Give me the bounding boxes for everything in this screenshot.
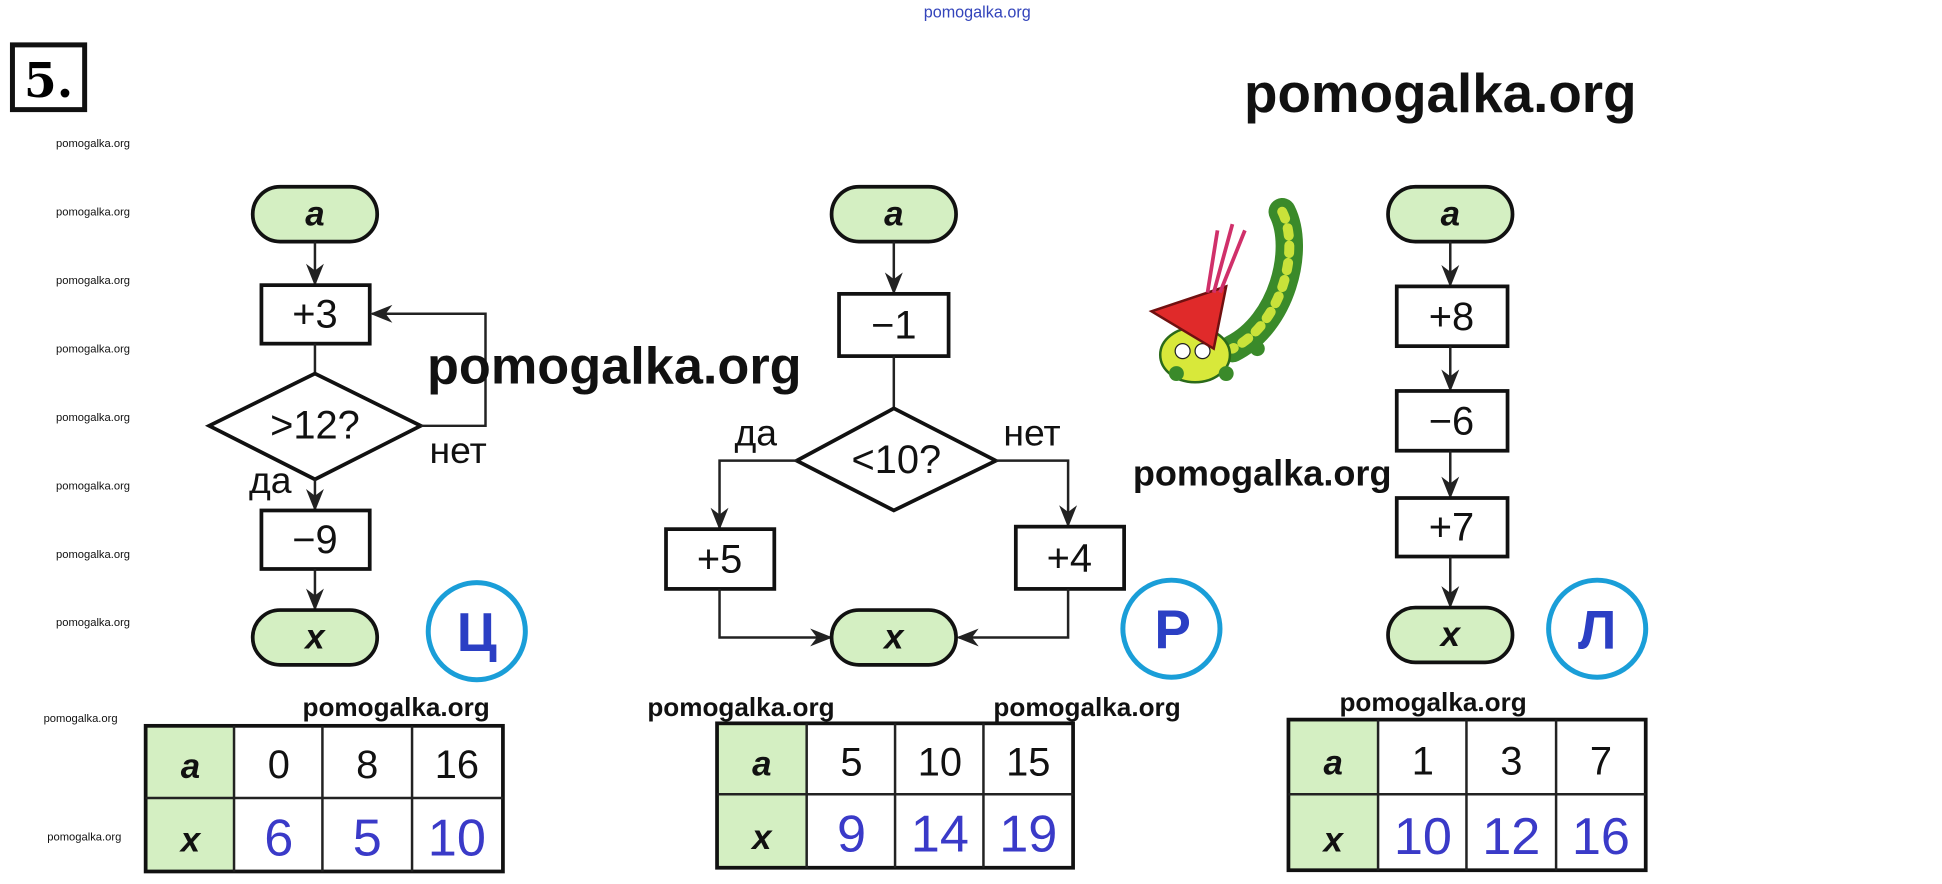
side-watermark: pomogalka.org <box>56 412 130 424</box>
cell-a: 5 <box>840 741 862 785</box>
step-label: +5 <box>697 538 742 582</box>
flowchart-ts: a +3 >12? нет да −9 x Ц <box>204 184 528 683</box>
output-label: x <box>1439 615 1462 654</box>
table-watermark: pomogalka.org <box>1339 687 1526 717</box>
row-label-a: a <box>181 747 200 786</box>
task-number: 5. <box>24 54 73 109</box>
letter-circle <box>1546 577 1649 680</box>
step-label: −1 <box>871 304 916 348</box>
step-label: +3 <box>292 292 337 336</box>
cell-x-answer: 6 <box>264 809 293 867</box>
step-label: −9 <box>292 518 337 562</box>
side-watermark: pomogalka.org <box>56 275 130 287</box>
cell-a: 8 <box>356 743 378 787</box>
row-label-x: x <box>750 818 773 857</box>
step-label: +7 <box>1429 505 1474 549</box>
cell-x-answer: 10 <box>428 809 486 867</box>
yes-label: да <box>734 412 777 454</box>
watermark-right: pomogalka.org <box>1133 453 1392 494</box>
cell-a: 15 <box>1006 741 1050 785</box>
table-watermark: pomogalka.org <box>647 692 834 722</box>
condition-label: >12? <box>270 403 360 447</box>
step-box <box>837 291 951 358</box>
row-label-x: x <box>179 821 202 860</box>
condition-label: <10? <box>851 438 941 482</box>
cell-x-answer: 12 <box>1482 808 1540 866</box>
letter: Ц <box>457 601 497 663</box>
cell-x-answer: 5 <box>353 809 382 867</box>
watermark-big: pomogalka.org <box>1244 62 1637 124</box>
table-r: a x 5 10 15 9 14 19 <box>715 721 1075 870</box>
no-label: нет <box>429 429 486 471</box>
step-label: +8 <box>1429 295 1474 339</box>
table-watermark: pomogalka.org <box>993 692 1180 722</box>
yes-label: да <box>249 459 292 501</box>
step-box <box>1013 524 1126 591</box>
row-label-a: a <box>1324 743 1343 782</box>
side-watermark: pomogalka.org <box>56 617 130 629</box>
flowchart-l: a +8 −6 +7 x Л <box>1386 184 1649 680</box>
output-terminal <box>1386 605 1515 665</box>
table-watermark: pomogalka.org <box>303 692 490 722</box>
table-watermark: pomogalka.org <box>47 831 121 843</box>
cell-a: 16 <box>435 743 479 787</box>
task-number-box <box>9 42 88 113</box>
step-box <box>259 508 372 571</box>
table-ts: a x 0 8 16 6 5 10 <box>143 723 505 874</box>
input-label: a <box>305 194 324 233</box>
side-watermark: pomogalka.org <box>56 549 130 561</box>
cell-a: 10 <box>918 741 962 785</box>
step-label: −6 <box>1429 400 1474 444</box>
output-terminal <box>250 608 380 667</box>
no-label: нет <box>1003 412 1060 454</box>
letter-circle <box>1120 577 1223 680</box>
side-watermark: pomogalka.org <box>56 343 130 355</box>
table-l: a x 1 3 7 10 12 16 <box>1286 717 1648 873</box>
input-label: a <box>1441 194 1460 233</box>
letter: Л <box>1578 599 1616 661</box>
output-label: x <box>303 618 326 657</box>
cell-x-answer: 14 <box>911 806 969 864</box>
step-label: +4 <box>1047 536 1092 580</box>
cell-a: 0 <box>268 743 290 787</box>
step-box <box>664 527 777 591</box>
table-watermark: pomogalka.org <box>44 713 118 725</box>
cell-a: 1 <box>1412 739 1434 783</box>
input-label: a <box>884 194 903 233</box>
step-box <box>1394 389 1510 453</box>
cell-x-answer: 9 <box>837 806 866 864</box>
cell-a: 3 <box>1500 739 1522 783</box>
watermark-mid: pomogalka.org <box>427 337 802 395</box>
side-watermark: pomogalka.org <box>56 206 130 218</box>
row-label-x: x <box>1322 821 1345 860</box>
letter-circle <box>425 580 528 683</box>
cell-a: 7 <box>1590 739 1612 783</box>
side-watermark: pomogalka.org <box>56 480 130 492</box>
cell-x-answer: 19 <box>999 806 1057 864</box>
row-label-a: a <box>752 745 771 784</box>
letter: Р <box>1154 599 1191 661</box>
caterpillar-illustration <box>1148 198 1303 384</box>
cell-x-answer: 10 <box>1394 808 1452 866</box>
output-terminal <box>829 608 958 667</box>
output-label: x <box>882 618 905 657</box>
step-box <box>1394 284 1510 349</box>
watermark-top: pomogalka.org <box>924 3 1031 21</box>
cell-x-answer: 16 <box>1572 808 1630 866</box>
side-watermark: pomogalka.org <box>56 138 130 150</box>
side-watermarks: pomogalka.org pomogalka.org pomogalka.or… <box>56 138 130 629</box>
flowchart-r: a −1 <10? да нет +5 +4 x Р <box>664 184 1223 680</box>
step-box <box>1394 496 1510 559</box>
